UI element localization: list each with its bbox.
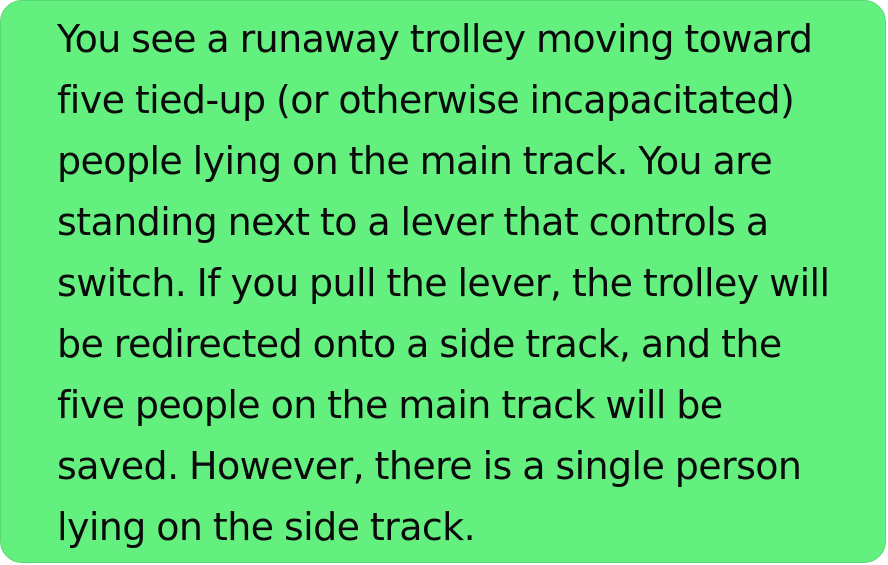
- message-line: saved. However, there is a single person: [57, 444, 802, 488]
- message-text: You see a runaway trolley moving toward …: [57, 9, 877, 558]
- message-line: standing next to a lever that controls a: [57, 200, 769, 244]
- message-line: five people on the main track will be: [57, 383, 723, 427]
- message-line: people lying on the main track. You are: [57, 139, 773, 183]
- message-line: be redirected onto a side track, and the: [57, 322, 782, 366]
- message-line: lying on the side track.: [57, 505, 476, 549]
- message-line: switch. If you pull the lever, the troll…: [57, 261, 830, 305]
- message-line: You see a runaway trolley moving toward: [57, 17, 813, 61]
- message-line: five tied-up (or otherwise incapacitated…: [57, 78, 795, 122]
